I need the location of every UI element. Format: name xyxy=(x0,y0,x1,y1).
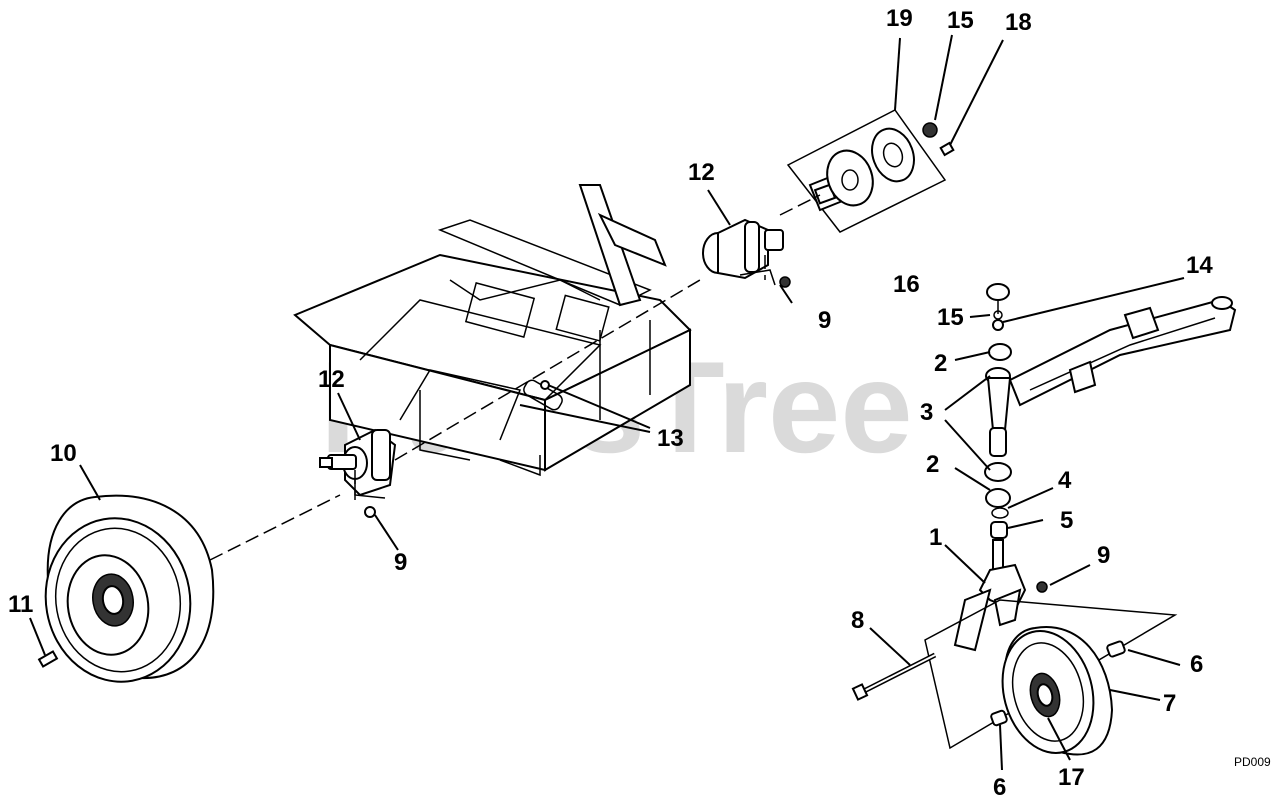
callout-13: 13 xyxy=(657,425,684,452)
drawing-code: PD009 xyxy=(1234,755,1271,769)
callout-11: 11 xyxy=(8,591,33,618)
rear-wheel xyxy=(37,494,215,683)
pulley-assembly xyxy=(786,109,955,233)
callout-9-upper: 9 xyxy=(818,307,831,334)
callout-10: 10 xyxy=(50,440,77,467)
callout-16: 16 xyxy=(893,271,920,298)
caster-fork xyxy=(924,563,1178,750)
callout-4: 4 xyxy=(1058,467,1072,494)
callout-2-lower: 2 xyxy=(926,451,939,478)
callout-15-mid: 15 xyxy=(937,304,964,331)
callout-14: 14 xyxy=(1186,252,1213,279)
callout-6-right: 6 xyxy=(1190,651,1203,678)
callout-1: 1 xyxy=(929,524,942,551)
callout-6-bottom: 6 xyxy=(993,774,1006,801)
callout-19: 19 xyxy=(886,5,913,32)
callout-5: 5 xyxy=(1060,507,1073,534)
callout-18: 18 xyxy=(1005,9,1032,36)
axle-bolt xyxy=(851,652,937,701)
left-transmission xyxy=(319,428,397,499)
callout-7: 7 xyxy=(1163,690,1176,717)
callout-12-left: 12 xyxy=(318,366,345,393)
leader-lines xyxy=(29,34,1185,771)
callout-15-top: 15 xyxy=(947,7,974,34)
callout-labels: 19 15 18 12 9 14 16 15 2 3 2 4 5 1 9 8 6… xyxy=(8,5,1271,801)
callout-8: 8 xyxy=(851,607,864,634)
callout-3: 3 xyxy=(920,399,933,426)
callout-9-right: 9 xyxy=(1097,542,1110,569)
assembly-centerlines xyxy=(209,194,999,561)
chassis-frame xyxy=(293,184,692,477)
callout-17: 17 xyxy=(1058,764,1085,791)
caster-bearings-stack xyxy=(984,283,1012,571)
caster-hardware xyxy=(364,276,1126,727)
callout-9-left: 9 xyxy=(394,549,407,576)
caster-wheel xyxy=(1001,625,1114,756)
callout-12-right: 12 xyxy=(688,159,715,186)
front-caster-arm xyxy=(1008,296,1237,407)
callout-2-upper: 2 xyxy=(934,350,947,377)
right-transmission xyxy=(702,218,784,286)
